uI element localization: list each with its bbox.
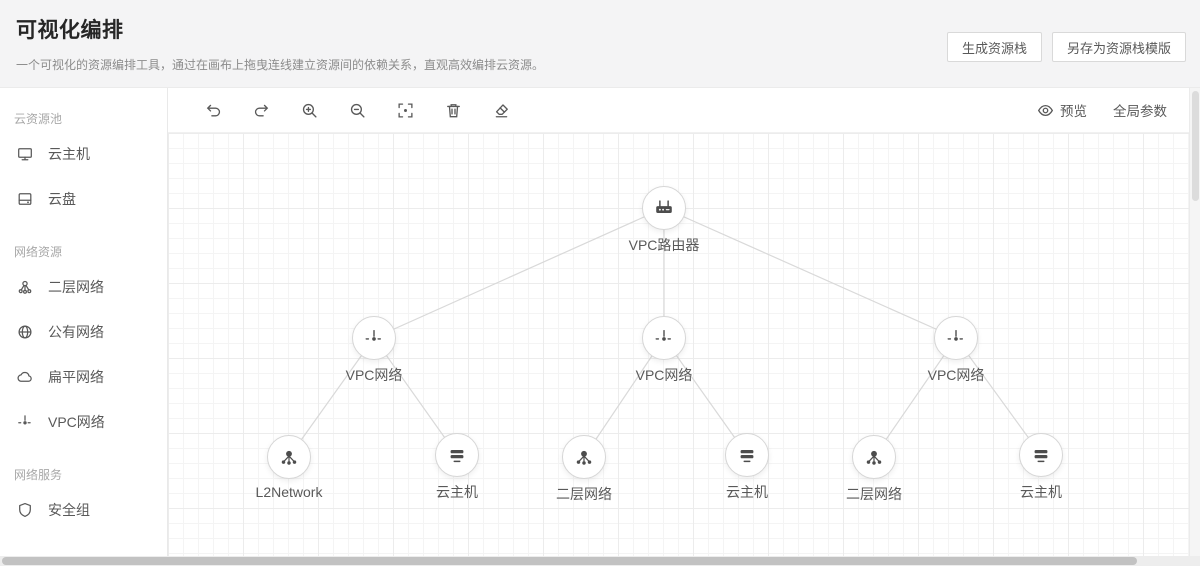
node-circle [562,435,606,479]
node-label: 二层网络 [846,486,902,502]
node-label: L2Network [255,484,323,500]
canvas-node-l2network-3[interactable]: 二层网络 [846,435,902,502]
clear-canvas-icon[interactable] [492,101,510,119]
network-cluster-icon [576,450,592,465]
host-icon [450,449,464,463]
sidebar-item-label: 扁平网络 [48,368,104,385]
sidebar-item-flat-network[interactable]: 扁平网络 [0,354,167,399]
canvas-node-l2network-1[interactable]: L2Network [256,435,322,500]
node-circle [1019,433,1063,477]
node-label: VPC网络 [345,367,403,383]
header-buttons: 生成资源栈 另存为资源栈模版 [946,32,1186,62]
sidebar-item-label: 二层网络 [48,278,104,295]
host-icon [1034,449,1048,463]
vpc-branch-icon [947,329,965,341]
l2-network-icon [18,280,32,294]
preview-label: 预览 [1060,104,1087,119]
delete-icon[interactable] [444,101,462,119]
sidebar-item-cloud-host[interactable]: 云主机 [0,131,167,176]
sidebar-item-label: 安全组 [48,501,90,518]
save-as-template-button[interactable]: 另存为资源栈模版 [1051,32,1186,62]
canvas-node-vpc-net-1[interactable]: VPC网络 [346,316,402,383]
vertical-scrollbar-thumb[interactable] [1192,91,1199,201]
zoom-out-icon[interactable] [348,101,366,119]
sidebar-item-label: 云主机 [48,145,90,162]
network-cluster-icon [281,450,297,465]
eye-icon [1037,104,1054,116]
horizontal-scrollbar[interactable] [0,556,1200,566]
node-circle [852,435,896,479]
node-circle [642,316,686,360]
canvas-node-vpc-router[interactable]: VPC路由器 [629,186,699,253]
horizontal-scrollbar-thumb[interactable] [2,557,1137,565]
node-label: 二层网络 [556,486,612,502]
sidebar-item-cloud-disk[interactable]: 云盘 [0,176,167,221]
sidebar-item-l2-network[interactable]: 二层网络 [0,264,167,309]
zoom-in-icon[interactable] [300,101,318,119]
network-cluster-icon [866,450,882,465]
disk-icon [18,192,32,205]
section-title-network-services: 网络服务 [14,468,63,482]
page-subtitle: 一个可视化的资源编排工具，通过在画布上拖曳连线建立资源间的依赖关系，直观高效编排… [16,58,545,72]
node-label: VPC路由器 [628,237,700,253]
node-circle [934,316,978,360]
toolbar-right: 预览 全局参数 [1037,100,1167,120]
vpc-branch-icon [365,329,383,341]
node-circle [642,186,686,230]
canvas-node-vpc-net-2[interactable]: VPC网络 [636,316,692,383]
sidebar-item-label: VPC网络 [48,413,105,430]
node-circle [267,435,311,479]
node-circle [725,433,769,477]
sidebar-item-security-group[interactable]: 安全组 [0,487,167,532]
resource-sidebar: 云资源池 云主机 云盘 网络资源 [0,88,168,556]
global-params-label: 全局参数 [1113,104,1167,119]
sidebar-item-vpc-network[interactable]: VPC网络 [0,399,167,444]
node-label: 云主机 [436,484,478,500]
router-icon [656,200,672,214]
redo-icon[interactable] [252,101,270,119]
node-circle [435,433,479,477]
monitor-icon [18,147,32,160]
canvas-node-host-1[interactable]: 云主机 [435,433,479,500]
node-label: 云主机 [1020,484,1062,500]
node-circle [352,316,396,360]
vpc-network-icon [18,414,32,424]
sidebar-item-label: 云盘 [48,190,76,207]
section-title-network-resources: 网络资源 [14,245,63,259]
shield-icon [19,502,31,517]
host-icon [740,449,754,463]
tool-group [204,101,510,119]
workspace: 预览 全局参数 [168,88,1189,556]
page-header: 可视化编排 一个可视化的资源编排工具，通过在画布上拖曳连线建立资源间的依赖关系，… [0,0,1200,88]
orchestration-canvas[interactable]: VPC路由器 VPC网络 [168,133,1189,556]
page-title: 可视化编排 [16,19,124,42]
section-title-cloud-pool: 云资源池 [14,112,63,126]
sidebar-item-label: 公有网络 [48,323,104,340]
generate-stack-button[interactable]: 生成资源栈 [946,32,1042,62]
sidebar-item-public-network[interactable]: 公有网络 [0,309,167,354]
canvas-node-vpc-net-3[interactable]: VPC网络 [928,316,984,383]
node-label: 云主机 [726,484,768,500]
fit-view-icon[interactable] [396,101,414,119]
node-label: VPC网络 [635,367,693,383]
cloud-icon [17,371,32,382]
node-label: VPC网络 [927,367,985,383]
undo-icon[interactable] [204,101,222,119]
preview-button[interactable]: 预览 [1037,100,1087,120]
vertical-scrollbar[interactable] [1189,88,1200,556]
global-params-button[interactable]: 全局参数 [1113,100,1167,120]
globe-icon [18,324,32,339]
body: 云资源池 云主机 云盘 网络资源 [0,88,1200,556]
canvas-node-host-2[interactable]: 云主机 [725,433,769,500]
canvas-toolbar: 预览 全局参数 [168,88,1189,133]
canvas-node-host-3[interactable]: 云主机 [1019,433,1063,500]
canvas-node-l2network-2[interactable]: 二层网络 [556,435,612,502]
vpc-branch-icon [655,329,673,341]
